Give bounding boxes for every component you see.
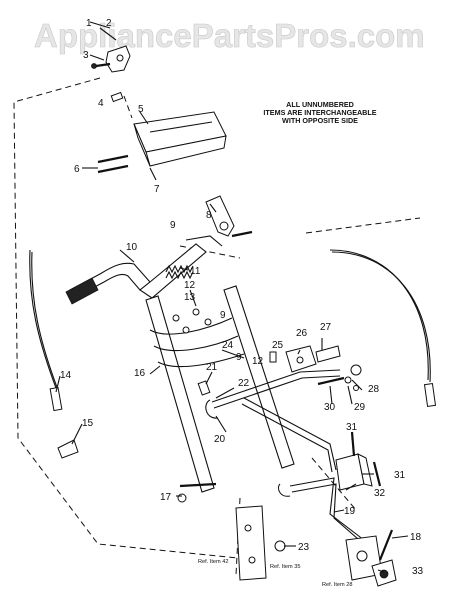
callout-5: 5 [138, 104, 144, 115]
callout-numbers: 1 2 3 4 5 6 7 8 9 10 11 12 13 14 15 16 1… [60, 18, 424, 577]
callout-7: 7 [154, 184, 160, 195]
callout-10: 10 [126, 242, 138, 253]
rod-bracket [335, 431, 382, 491]
callout-6: 6 [74, 164, 80, 175]
shift-lever-assembly [269, 345, 362, 391]
note-line-3: WITH OPPOSITE SIDE [282, 116, 358, 125]
callout-28: 28 [368, 384, 380, 395]
callout-23: 23 [298, 542, 310, 553]
callout-25: 25 [272, 340, 284, 351]
callout-24: 24 [222, 340, 234, 351]
reference-labels: Ref. Item 42 Ref. Item 35 Ref. Item 28 [198, 559, 352, 588]
callout-26: 26 [296, 328, 308, 339]
ref-item-42: Ref. Item 42 [198, 559, 228, 565]
callout-1: 1 [86, 18, 92, 29]
callout-16: 16 [134, 368, 146, 379]
callout-15: 15 [82, 418, 94, 429]
lower-linkage [277, 477, 367, 547]
ref-item-35: Ref. Item 35 [270, 564, 300, 570]
callout-29: 29 [354, 402, 366, 413]
callout-19: 19 [344, 506, 356, 517]
callout-31a: 31 [346, 422, 358, 433]
callout-13: 13 [184, 292, 196, 303]
callout-12b: 12 [252, 356, 264, 367]
callout-4: 4 [98, 98, 104, 109]
callout-17: 17 [160, 492, 172, 503]
callout-2: 2 [106, 18, 112, 29]
drive-lever [205, 195, 253, 238]
callout-11: 11 [190, 266, 201, 277]
callout-21: 21 [206, 362, 218, 373]
callout-33: 33 [412, 566, 424, 577]
callout-3: 3 [83, 50, 89, 61]
spring [165, 264, 194, 280]
left-cable [29, 249, 79, 459]
callout-27: 27 [320, 322, 332, 333]
callout-8: 8 [206, 210, 212, 221]
lower-plates [177, 482, 397, 587]
control-panel [97, 111, 227, 174]
ref-item-28: Ref. Item 28 [322, 582, 352, 588]
callout-9c: 9 [236, 352, 242, 363]
callout-9: 9 [170, 220, 176, 231]
watermark-text: AppliancePartsPros.com [34, 17, 425, 54]
callout-14: 14 [60, 370, 72, 381]
callout-20: 20 [214, 434, 226, 445]
callout-18: 18 [410, 532, 422, 543]
shift-rod [197, 369, 341, 473]
callout-31b: 31 [394, 470, 406, 481]
assembly-guide-lines [13, 77, 421, 576]
callout-32: 32 [374, 488, 386, 499]
note-line-2: ITEMS ARE INTERCHANGEABLE [263, 108, 376, 117]
leader-lines [55, 21, 409, 573]
callout-30: 30 [324, 402, 336, 413]
callout-22: 22 [238, 378, 250, 389]
interchangeable-note: ALL UNNUMBERED ITEMS ARE INTERCHANGEABLE… [263, 100, 376, 125]
note-line-1: ALL UNNUMBERED [286, 100, 354, 109]
right-cable [329, 249, 437, 408]
callout-12: 12 [184, 280, 196, 291]
top-bracket-assembly [91, 27, 131, 103]
callout-9b: 9 [220, 310, 226, 321]
